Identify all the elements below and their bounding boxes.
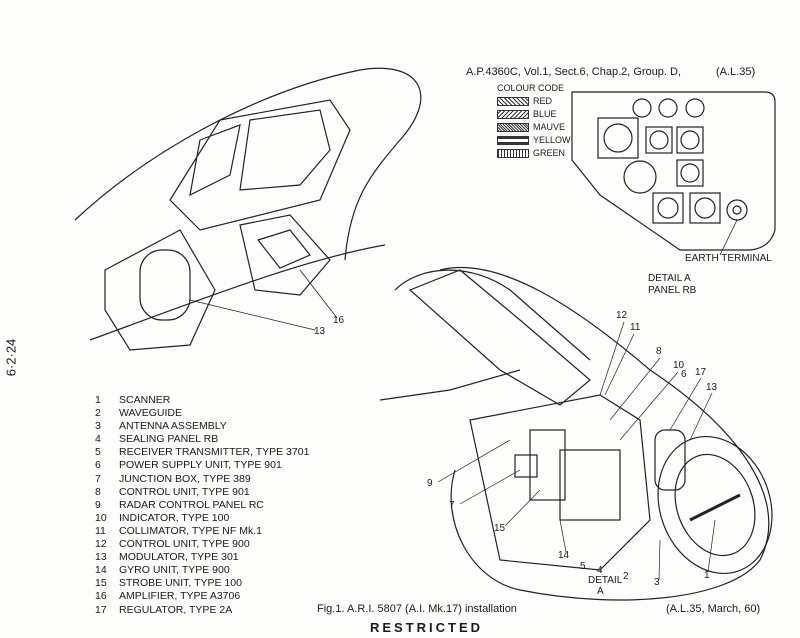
callout-15: 15 xyxy=(494,523,506,534)
detail-a-label: DETAIL A xyxy=(648,273,691,284)
legend-item: 14 GYRO UNIT, TYPE 900 xyxy=(95,564,309,577)
legend-number: 17 xyxy=(95,603,107,616)
callout-11: 11 xyxy=(630,322,641,333)
legend-number: 4 xyxy=(95,433,101,446)
callout-7: 7 xyxy=(449,500,455,511)
legend-number: 15 xyxy=(95,577,107,590)
callout-10: 10 xyxy=(673,360,685,371)
side-stamp: 6·2·24 xyxy=(3,338,19,377)
legend-number: 6 xyxy=(95,459,101,472)
callout-13-lower: 13 xyxy=(706,382,718,393)
legend-text: GYRO UNIT, TYPE 900 xyxy=(119,564,230,577)
callout-2: 2 xyxy=(623,571,629,582)
legend-item: 7 JUNCTION BOX, TYPE 389 xyxy=(95,473,309,486)
legend-text: SEALING PANEL RB xyxy=(119,433,219,446)
callout-12: 12 xyxy=(616,310,628,321)
colour-yellow: YELLOW xyxy=(533,135,571,145)
colour-code-key: COLOUR CODE RED BLUE MAUVE YELLOW GREEN xyxy=(497,82,571,160)
legend-text: CONTROL UNIT, TYPE 900 xyxy=(119,538,250,551)
legend-text: JUNCTION BOX, TYPE 389 xyxy=(119,472,251,485)
callout-4: 4 xyxy=(597,565,603,576)
callout-16: 16 xyxy=(333,315,345,326)
legend-number: 13 xyxy=(95,551,107,564)
legend-text: SCANNER xyxy=(119,394,171,406)
legend-item: 8 CONTROL UNIT, TYPE 901 xyxy=(95,486,309,499)
lower-aircraft-nose xyxy=(379,266,773,601)
legend-text: AMPLIFIER, TYPE A3706 xyxy=(119,590,241,603)
colour-mauve: MAUVE xyxy=(533,122,566,132)
legend-number: 1 xyxy=(95,394,101,406)
legend-text: STROBE UNIT, TYPE 100 xyxy=(119,577,242,590)
document-reference: A.P.4360C, Vol.1, Sect.6, Chap.2, Group.… xyxy=(466,66,682,78)
yellow-swatch xyxy=(497,136,529,146)
callout-6: 6 xyxy=(681,369,687,380)
legend-item: 2 WAVEGUIDE xyxy=(95,407,309,420)
legend-number: 7 xyxy=(95,472,101,485)
legend-item: 17 REGULATOR, TYPE 2A xyxy=(95,604,309,617)
callout-9: 9 xyxy=(427,478,433,489)
callout-14: 14 xyxy=(558,550,570,561)
callout-3: 3 xyxy=(654,577,660,588)
legend-number: 5 xyxy=(95,446,101,459)
colour-code-title: COLOUR CODE xyxy=(497,83,565,93)
legend-number: 2 xyxy=(95,407,101,420)
legend-text: COLLIMATOR, TYPE NF Mk.1 xyxy=(119,524,262,537)
green-swatch xyxy=(497,149,529,159)
legend-text: POWER SUPPLY UNIT, TYPE 901 xyxy=(119,459,282,472)
upper-aircraft-nose xyxy=(74,67,422,351)
legend-number: 9 xyxy=(95,498,101,511)
callout-17: 17 xyxy=(695,367,707,378)
colour-red: RED xyxy=(533,96,553,106)
legend-item: 6 POWER SUPPLY UNIT, TYPE 901 xyxy=(95,459,309,472)
legend-item: 5 RECEIVER TRANSMITTER, TYPE 3701 xyxy=(95,446,309,459)
colour-blue: BLUE xyxy=(533,109,557,119)
figure-caption: Fig.1. A.R.I. 5807 (A.I. Mk.17) installa… xyxy=(317,603,517,615)
footer-amendment: (A.L.35, March, 60) xyxy=(666,603,761,615)
legend-number: 14 xyxy=(95,564,107,577)
legend-number: 10 xyxy=(95,511,107,524)
detail-a-panel xyxy=(571,91,776,256)
legend-text: INDICATOR, TYPE 100 xyxy=(119,511,230,524)
legend-item: 10 INDICATOR, TYPE 100 xyxy=(95,512,309,525)
legend-number: 16 xyxy=(95,590,107,603)
legend-text: RECEIVER TRANSMITTER, TYPE 3701 xyxy=(119,446,310,459)
legend-text: CONTROL UNIT, TYPE 901 xyxy=(119,485,250,498)
blue-swatch xyxy=(497,110,529,120)
legend-item: 3 ANTENNA ASSEMBLY xyxy=(95,420,309,433)
callout-8: 8 xyxy=(656,346,662,357)
legend-text: WAVEGUIDE xyxy=(119,407,183,420)
legend-item: 16 AMPLIFIER, TYPE A3706 xyxy=(95,590,309,603)
legend-text: REGULATOR, TYPE 2A xyxy=(119,603,233,616)
legend-item: 15 STROBE UNIT, TYPE 100 xyxy=(95,577,309,590)
header-amendment: (A.L.35) xyxy=(716,66,756,78)
classification-marking: RESTRICTED xyxy=(370,620,484,635)
legend-number: 8 xyxy=(95,485,101,498)
legend-item: 4 SEALING PANEL RB xyxy=(95,433,309,446)
legend-item: 11 COLLIMATOR, TYPE NF Mk.1 xyxy=(95,525,309,538)
callout-13: 13 xyxy=(314,326,326,337)
legend-number: 12 xyxy=(95,538,107,551)
red-swatch xyxy=(497,97,529,107)
callout-detail-a: DETAIL xyxy=(588,575,623,586)
legend-text: MODULATOR, TYPE 301 xyxy=(119,551,239,564)
legend-item: 9 RADAR CONTROL PANEL RC xyxy=(95,499,309,512)
legend-item: 1 SCANNER xyxy=(95,394,309,407)
legend-text: RADAR CONTROL PANEL RC xyxy=(119,498,264,511)
colour-green: GREEN xyxy=(533,148,566,158)
callout-5: 5 xyxy=(580,561,586,572)
callout-1: 1 xyxy=(704,570,710,581)
parts-legend: 1 SCANNER 2 WAVEGUIDE 3 ANTENNA ASSEMBLY 4 SEAL… xyxy=(95,394,309,617)
panel-rb-label: PANEL RB xyxy=(648,285,697,296)
legend-number: 11 xyxy=(95,524,106,537)
earth-terminal-label: EARTH TERMINAL xyxy=(685,253,772,264)
leader-lines xyxy=(437,321,716,581)
mauve-swatch xyxy=(497,123,529,133)
callout-detail-a-letter: A xyxy=(597,586,604,597)
legend-item: 13 MODULATOR, TYPE 301 xyxy=(95,551,309,564)
legend-text: ANTENNA ASSEMBLY xyxy=(119,420,227,433)
legend-number: 3 xyxy=(95,420,101,433)
legend-item: 12 CONTROL UNIT, TYPE 900 xyxy=(95,538,309,551)
